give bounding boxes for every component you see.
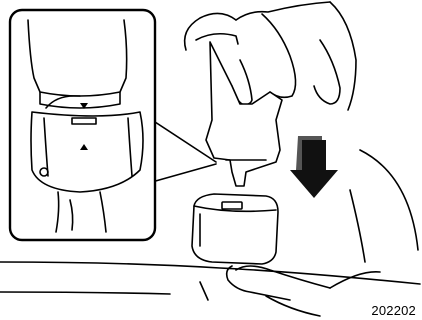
arrow-down-icon: [290, 136, 338, 198]
callout-connector: [152, 120, 216, 182]
inset-detail: [10, 10, 155, 240]
figure-number: 202202: [371, 303, 416, 318]
latch-plate: [206, 42, 282, 186]
buckle: [192, 194, 278, 264]
